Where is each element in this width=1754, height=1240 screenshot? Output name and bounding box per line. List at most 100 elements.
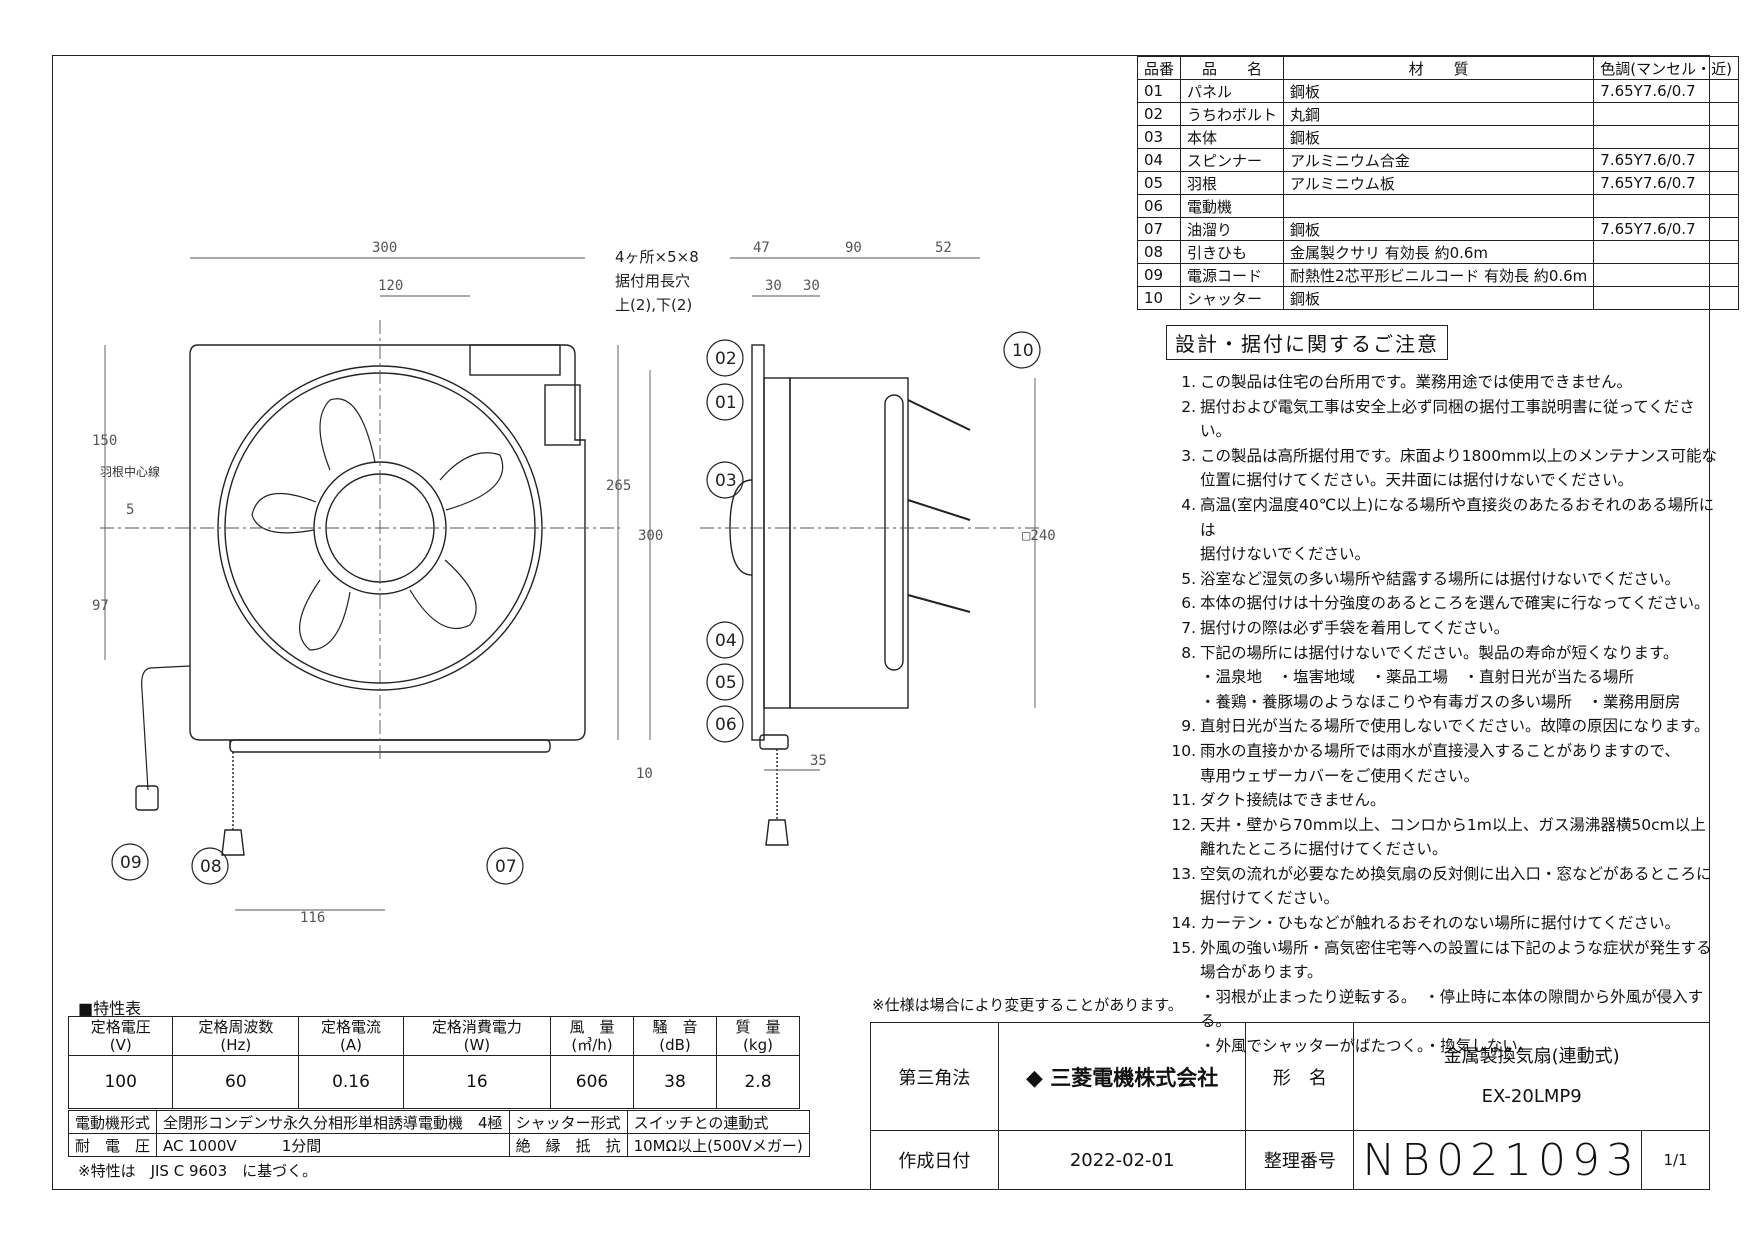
note-line: 位置に据付けてください。天井面には据付けないでください。 xyxy=(1200,471,1634,490)
note-item: 2.据付および電気工事は安全上必ず同梱の据付工事説明書に従ってください。 xyxy=(1158,395,1718,444)
spec-value: 606 xyxy=(550,1055,635,1109)
note-number: 5. xyxy=(1181,569,1196,588)
spec-value: 60 xyxy=(172,1055,300,1109)
parts-cell: 鋼板 xyxy=(1283,217,1595,241)
note-number: 6. xyxy=(1181,594,1196,613)
spec-value: 100 xyxy=(67,1055,174,1109)
note-line: 直射日光が当たる場所で使用しないでください。故障の原因になります。 xyxy=(1200,717,1710,736)
parts-cell: 丸鋼 xyxy=(1283,102,1595,126)
note-line: 空気の流れが必要なため換気扇の反対側に出入口・窓などがあるところに xyxy=(1200,864,1712,883)
parts-cell: 引きひも xyxy=(1180,240,1285,264)
note-item: 5.浴室など湿気の多い場所や結露する場所には据付けないでください。 xyxy=(1158,567,1718,592)
note-line: 離れたところに据付けてください。 xyxy=(1200,840,1448,859)
note-number: 3. xyxy=(1181,446,1196,465)
parts-cell xyxy=(1593,240,1739,264)
dim-front-width: 300 xyxy=(372,240,397,256)
note-item: 12.天井・壁から70mm以上、コンロから1m以上、ガス湯沸器横50cm以上離れ… xyxy=(1158,813,1718,862)
callout-circle xyxy=(191,847,229,885)
note-number: 13. xyxy=(1171,864,1196,883)
note-item: 4.高温(室内温度40℃以上)になる場所や直接炎のあたるおそれのある場所には据付… xyxy=(1158,493,1718,567)
callout-circle xyxy=(111,843,149,881)
svg-text:4ヶ所×5×8: 4ヶ所×5×8 xyxy=(615,248,699,266)
svg-text:据付用長穴: 据付用長穴 xyxy=(615,272,690,290)
note-line: この製品は住宅の台所用です。業務用途では使用できません。 xyxy=(1200,373,1632,391)
callout-circle xyxy=(706,339,744,377)
side-body xyxy=(763,377,791,709)
spec-value: 2.8 xyxy=(715,1055,801,1109)
note-number: 7. xyxy=(1181,618,1196,637)
dim-side-d6: 35 xyxy=(810,753,827,769)
parts-cell: パネル xyxy=(1180,79,1285,103)
parts-cell xyxy=(1593,125,1739,149)
parts-cell: 鋼板 xyxy=(1283,79,1595,103)
note-item: 7.据付けの際は必ず手袋を着用してください。 xyxy=(1158,616,1718,641)
callout-circle xyxy=(706,621,744,659)
spec-value: 16 xyxy=(402,1055,552,1109)
dim-front-upper: 150 xyxy=(92,433,117,449)
note-line: 据付および電気工事は安全上必ず同梱の据付工事説明書に従ってください。 xyxy=(1200,397,1695,441)
note-number: 4. xyxy=(1181,495,1196,514)
note-item: 14.カーテン・ひもなどが触れるおそれのない場所に据付けてください。 xyxy=(1158,911,1718,936)
parts-cell: 耐熱性2芯平形ビニルコード 有効長 約0.6m xyxy=(1283,263,1595,287)
note-item: 3.この製品は高所据付用です。床面より1800mm以上のメンテナンス可能な位置に… xyxy=(1158,444,1718,493)
blade-center-label: 羽根中心線 xyxy=(100,464,160,479)
spec-header: 風 量 (㎥/h) xyxy=(550,1016,635,1056)
parts-cell: 電源コード xyxy=(1180,263,1285,287)
note-line: ・養鶏・養豚場のようなほこりや有毒ガスの多い場所 ・業務用厨房 xyxy=(1200,692,1681,711)
note-line: 据付けないでください。 xyxy=(1200,545,1371,564)
doc-no-label: 整理番号 xyxy=(1245,1130,1355,1190)
note-item: 8.下記の場所には据付けないでください。製品の寿命が短くなります。・温泉地 ・塩… xyxy=(1158,641,1718,715)
note-item: 11.ダクト接続はできません。 xyxy=(1158,788,1718,813)
note-line: 据付けてください。 xyxy=(1200,889,1340,908)
dim-side-d3: 52 xyxy=(935,240,952,256)
note-item: 1.この製品は住宅の台所用です。業務用途では使用できません。 xyxy=(1158,370,1718,395)
callout-circle xyxy=(706,705,744,743)
note-line: 据付けの際は必ず手袋を着用してください。 xyxy=(1200,618,1510,637)
doc-no: NB021093 xyxy=(1353,1130,1643,1190)
spec-header: 定格電流 (A) xyxy=(298,1016,404,1056)
front-bottom-tray xyxy=(229,739,551,753)
dim-front-height: 300 xyxy=(638,528,663,544)
spec-heading: ■特性表 xyxy=(78,999,142,1018)
callout-number: 07 xyxy=(495,857,517,877)
parts-cell: 04 xyxy=(1136,148,1182,172)
hole-note: 4ヶ所×5×8 据付用長穴 上(2),下(2) xyxy=(615,248,699,314)
callout-circle xyxy=(706,461,744,499)
parts-cell: アルミニウム板 xyxy=(1283,171,1595,195)
notes-title: 設計・据付に関するご注意 xyxy=(1166,325,1448,360)
note-line: 浴室など湿気の多い場所や結露する場所には据付けないでください。 xyxy=(1200,569,1681,588)
callout-number: 03 xyxy=(715,471,737,491)
insulation-value: 10MΩ以上(500Vメガー) xyxy=(626,1133,810,1157)
company-name: 三菱電機株式会社 xyxy=(1050,1065,1219,1090)
parts-cell: 09 xyxy=(1136,263,1182,287)
svg-text:上(2),下(2): 上(2),下(2) xyxy=(615,296,692,314)
insulation-label: 絶 縁 抵 抗 xyxy=(508,1133,628,1157)
spec-extra-table: 電動機形式 全閉形コンデンサ永久分相形単相誘導電動機 4極 シャッター形式 スイ… xyxy=(67,1110,810,1157)
spec-header: 騒 音 (dB) xyxy=(633,1016,717,1056)
note-item: 9.直射日光が当たる場所で使用しないでください。故障の原因になります。 xyxy=(1158,714,1718,739)
parts-cell: 01 xyxy=(1136,79,1182,103)
note-number: 12. xyxy=(1171,815,1196,834)
note-line: この製品は高所据付用です。床面より1800mm以上のメンテナンス可能な xyxy=(1200,446,1717,465)
dim-front-inner-height: 265 xyxy=(606,478,631,494)
parts-cell: 7.65Y7.6/0.7 xyxy=(1593,217,1739,241)
parts-cell: うちわボルト xyxy=(1180,102,1285,126)
note-number: 2. xyxy=(1181,397,1196,416)
parts-cell: 油溜り xyxy=(1180,217,1285,241)
note-item: 10.雨水の直接かかる場所では雨水が直接浸入することがありますので、専用ウェザー… xyxy=(1158,739,1718,788)
note-number: 1. xyxy=(1181,373,1196,391)
parts-cell: 本体 xyxy=(1180,125,1285,149)
shutter-type: スイッチとの連動式 xyxy=(626,1110,810,1134)
parts-cell: 7.65Y7.6/0.7 xyxy=(1593,171,1739,195)
dim-side-square: □240 xyxy=(1022,528,1056,544)
spec-header: 定格消費電力 (W) xyxy=(402,1016,552,1056)
parts-header-2: 材 質 xyxy=(1283,56,1595,80)
